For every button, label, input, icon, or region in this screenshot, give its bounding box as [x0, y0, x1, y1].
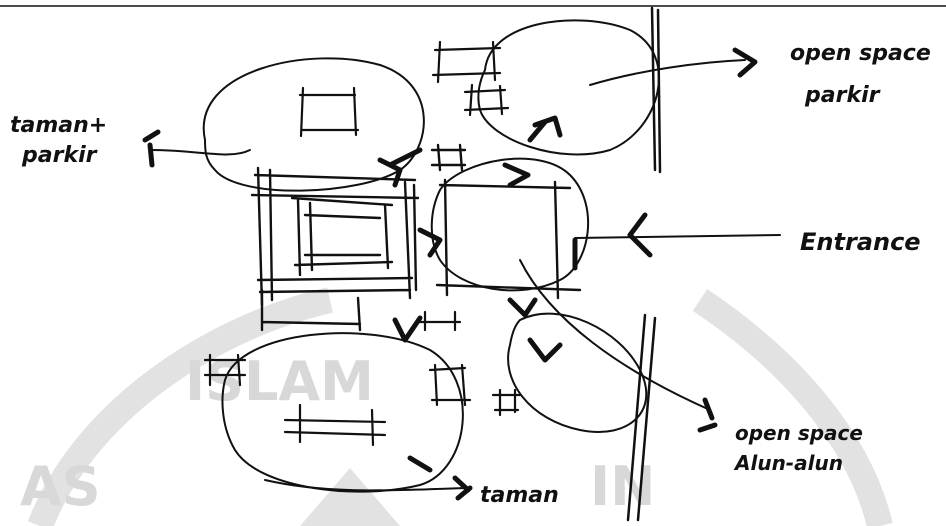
zone-entrance-outline	[432, 159, 588, 291]
label-entrance: Entrance	[800, 228, 921, 256]
arrow-open-space-parkir-head	[735, 50, 755, 75]
watermark-text-right: IN	[590, 455, 655, 518]
watermark: ISLAM AS IN	[20, 300, 880, 526]
zone-entrance-plaza	[432, 159, 588, 298]
circulation-arrow-3	[505, 165, 528, 185]
zone-open-space-parkir-outline	[478, 20, 659, 154]
building-tiny-rect-bottom	[420, 312, 460, 330]
label-open-space-parkir-1: open space	[790, 41, 931, 66]
watermark-triangle	[300, 468, 400, 526]
circulation-arrow-2	[530, 118, 560, 140]
building-rect-topright-a	[433, 42, 500, 82]
label-taman: taman	[480, 483, 559, 508]
building-tiny-square	[493, 390, 520, 415]
circulation-arrow-6	[510, 300, 535, 315]
zone-taman-parkir-outline	[204, 58, 424, 190]
label-open-space-parkir-2: parkir	[804, 83, 881, 108]
circulation-arrow-4	[420, 230, 440, 255]
boundary-line-top	[652, 8, 660, 172]
circulation-arrow-7	[530, 340, 560, 360]
building-inner-frame	[292, 198, 392, 275]
arrow-open-space-parkir-leader	[590, 60, 745, 85]
label-open-space-alun-2: Alun-alun	[733, 451, 843, 475]
arrow-entrance-leader	[575, 235, 780, 238]
label-taman-parkir-2: parkir	[21, 143, 98, 168]
arrow-taman-parkir-head	[145, 132, 158, 165]
arrow-alun-alun-leader	[520, 260, 710, 410]
building-small-square-mid	[432, 145, 465, 170]
building-rect-topright-b	[465, 85, 508, 115]
circulation-arrow-5	[395, 318, 420, 340]
label-taman-parkir-1: taman+	[10, 113, 107, 138]
arrow-taman-head	[410, 458, 470, 498]
label-open-space-alun-1: open space	[735, 421, 863, 445]
entrance-building-frame	[437, 180, 580, 298]
building-small-square-topleft	[300, 88, 358, 136]
watermark-text-left: AS	[20, 455, 101, 518]
zone-taman-parkir	[204, 58, 424, 190]
arrow-taman-parkir-leader	[150, 150, 250, 154]
arrow-alun-alun-head	[700, 400, 715, 430]
zone-open-space-parkir	[433, 8, 660, 172]
